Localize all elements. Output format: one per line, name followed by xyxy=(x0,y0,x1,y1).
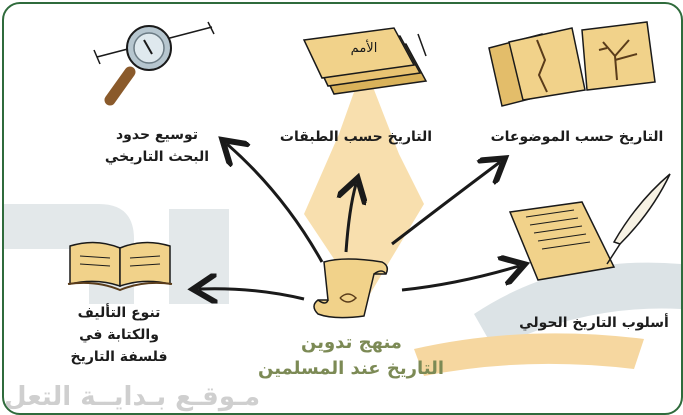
arrow-to-classes xyxy=(346,184,356,253)
node-expand-label: توسيع حدود البحث التاريخي xyxy=(92,124,222,168)
scroll-icon xyxy=(313,258,389,319)
node-writing-line1: تنوع التأليف xyxy=(77,305,161,321)
magnifier-icon xyxy=(93,21,215,106)
node-writing-label: تنوع التأليف والكتابة في فلسفة التاريخ xyxy=(54,302,184,368)
node-writing-line2: والكتابة في xyxy=(79,327,159,343)
node-annual-line1: أسلوب التاريخ الحولي xyxy=(519,315,669,331)
center-title-line1: منهج تدوين xyxy=(301,332,402,353)
node-annual-label: أسلوب التاريخ الحولي xyxy=(509,312,679,334)
node-expand-line2: البحث التاريخي xyxy=(104,149,210,165)
arrow-to-expand xyxy=(227,144,324,263)
papers-title-text: الأمم xyxy=(351,39,378,56)
node-classes-label: التاريخ حسب الطبقات xyxy=(266,126,446,148)
arrows-layer xyxy=(4,4,681,413)
node-classes-line1: التاريخ حسب الطبقات xyxy=(279,129,433,145)
arrow-to-topics xyxy=(391,162,500,246)
center-title-line2: التاريخ عند المسلمين xyxy=(258,358,444,379)
arrow-to-writing xyxy=(199,289,305,299)
quill-letter-icon xyxy=(508,173,671,281)
maps-icon xyxy=(488,21,656,107)
papers-stack-icon: الأمم xyxy=(302,27,428,95)
open-book-icon xyxy=(67,241,173,292)
node-topics-line1: التاريخ حسب الموضوعات xyxy=(490,129,664,145)
node-topics-label: التاريخ حسب الموضوعات xyxy=(482,126,672,148)
node-writing-line3: فلسفة التاريخ xyxy=(70,349,168,365)
arrow-to-annual xyxy=(401,266,519,292)
center-title: منهج تدوين التاريخ عند المسلمين xyxy=(258,330,444,382)
watermark-site-text: مـوقـع بـدايــة التعل xyxy=(4,382,261,412)
node-expand-line1: توسيع حدود xyxy=(115,127,199,143)
